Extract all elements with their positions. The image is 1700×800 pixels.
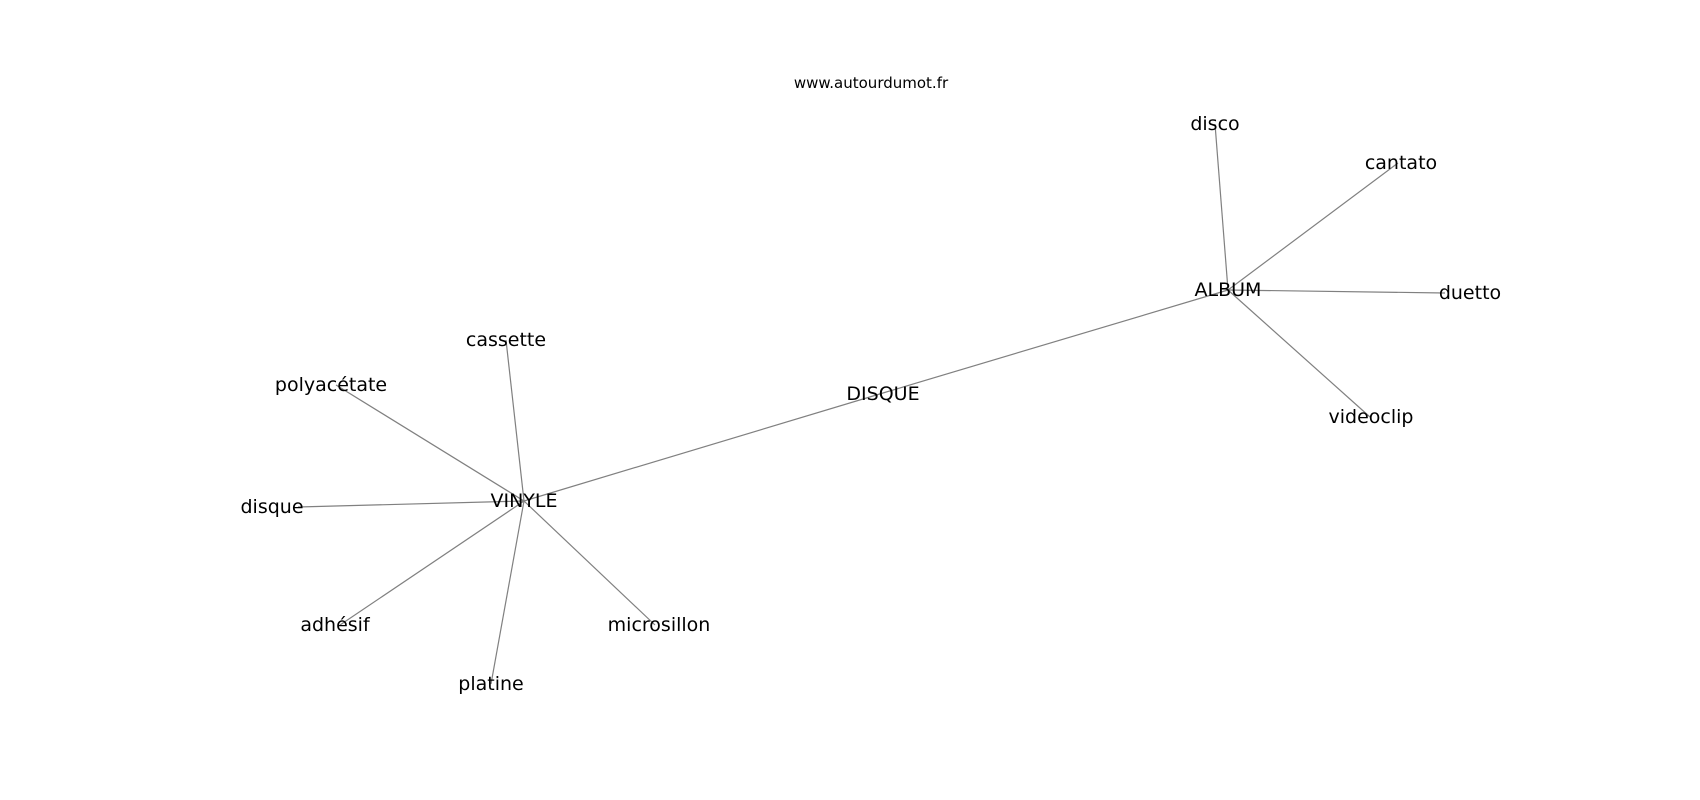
site-url-label: www.autourdumot.fr [794, 74, 949, 92]
node-videoclip[interactable]: videoclip [1329, 406, 1414, 428]
edge-vinyle-disque [297, 500, 525, 508]
node-album[interactable]: ALBUM [1195, 279, 1262, 301]
node-polyacetate[interactable]: polyacétate [275, 374, 387, 396]
edge-album-disco [1214, 123, 1229, 291]
node-disque[interactable]: disque [240, 496, 303, 518]
node-duetto[interactable]: duetto [1439, 282, 1501, 304]
node-adhesif[interactable]: adhésif [300, 614, 371, 636]
node-cantato[interactable]: cantato [1365, 152, 1437, 174]
node-disco[interactable]: disco [1190, 113, 1239, 135]
node-microsillon[interactable]: microsillon [608, 614, 711, 636]
edge-disque_center-album [882, 289, 1229, 394]
edge-album-videoclip [1227, 289, 1371, 418]
edge-vinyle-adhesif [339, 500, 525, 626]
edge-album-duetto [1227, 289, 1446, 294]
edge-vinyle-cassette [505, 339, 525, 502]
node-platine[interactable]: platine [458, 673, 523, 695]
node-vinyle[interactable]: VINYLE [490, 490, 557, 512]
edge-vinyle-microsillon [523, 500, 656, 626]
edge-vinyle-polyacetate [335, 384, 525, 502]
labels-layer: www.autourdumot.fr DISQUE VINYLE ALBUM c… [240, 74, 1501, 695]
node-cassette[interactable]: cassette [466, 329, 546, 351]
edge-disque_center-vinyle [523, 392, 884, 502]
edge-vinyle-platine [490, 500, 525, 685]
edge-album-cantato [1227, 162, 1399, 291]
edges-layer [297, 123, 1446, 685]
node-disque-center[interactable]: DISQUE [846, 383, 919, 405]
